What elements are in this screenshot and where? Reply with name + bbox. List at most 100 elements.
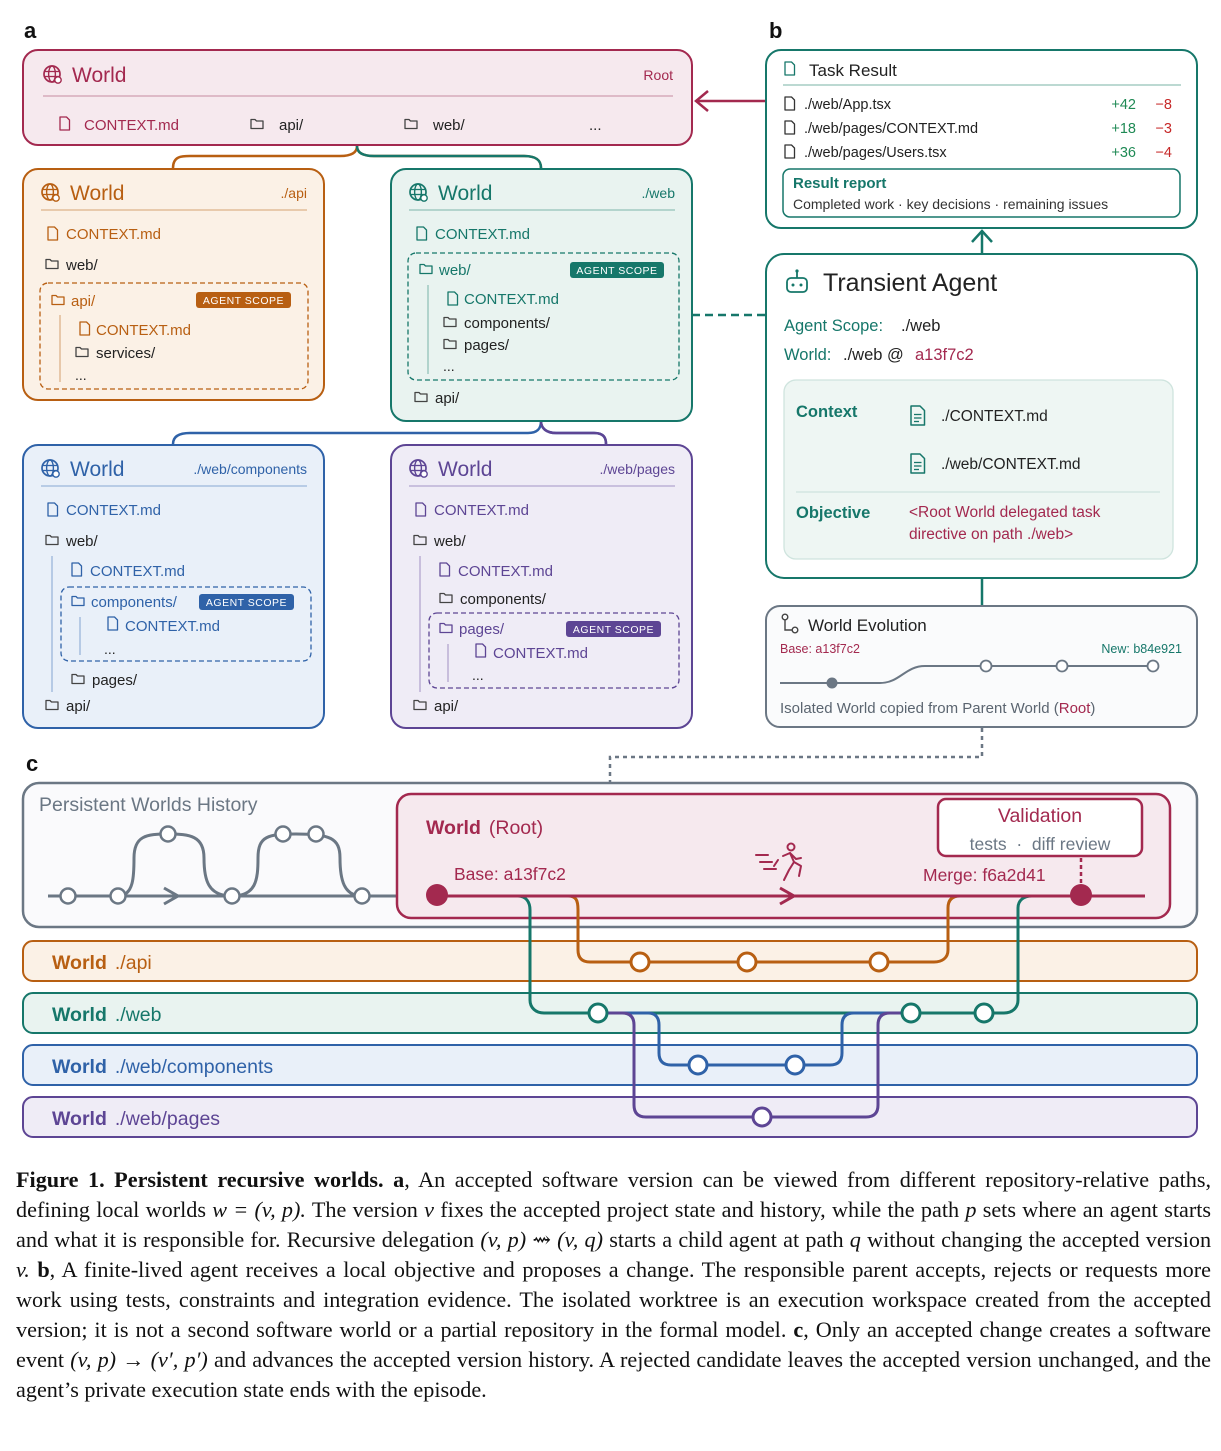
world-web-card: World ./web CONTEXT.md web/ AGENT SCOPE … bbox=[390, 168, 693, 422]
arrow-head-icon bbox=[971, 229, 993, 243]
context-file-2: ./web/CONTEXT.md bbox=[941, 456, 1081, 473]
root-to-web-connector bbox=[355, 145, 543, 169]
result-report-text: Completed work · key decisions · remaini… bbox=[793, 196, 1108, 212]
web-commit bbox=[973, 1002, 995, 1024]
web-scope-more: ... bbox=[443, 358, 455, 374]
evolution-base-commit bbox=[826, 677, 838, 689]
api-web-folder: web/ bbox=[65, 257, 99, 274]
agent-scope-value: ./web bbox=[901, 317, 940, 335]
root-merge-commit bbox=[1070, 884, 1092, 906]
history-title: Persistent Worlds History bbox=[39, 794, 258, 816]
components-commit bbox=[784, 1054, 806, 1076]
components-context: CONTEXT.md bbox=[66, 502, 161, 519]
root-item-web: web/ bbox=[432, 117, 466, 134]
robot-icon bbox=[786, 269, 808, 293]
world-pages-path: ./web/pages bbox=[600, 461, 676, 477]
evolution-new: New: b84e921 bbox=[1101, 642, 1182, 656]
root-item-more: ... bbox=[589, 117, 602, 134]
api-context: CONTEXT.md bbox=[66, 226, 161, 243]
api-commit bbox=[868, 951, 890, 973]
agent-world-value: ./web @ bbox=[843, 346, 904, 364]
agent-scope-box bbox=[39, 282, 309, 390]
api-scope-context: CONTEXT.md bbox=[96, 322, 191, 339]
transient-agent-card: Transient Agent Agent Scope: ./web World… bbox=[765, 253, 1198, 579]
world-components-title: World bbox=[70, 458, 124, 481]
api-scope-folder: api/ bbox=[71, 293, 96, 310]
evolution-base: Base: a13f7c2 bbox=[780, 642, 860, 656]
evolution-note: Isolated World copied from Parent World … bbox=[780, 700, 1095, 717]
panel-label-c: c bbox=[26, 751, 38, 776]
lane-components-label: World./web/components bbox=[52, 1056, 273, 1078]
agent-scope-badge bbox=[196, 292, 291, 308]
context-label: Context bbox=[796, 403, 858, 421]
arrow-head-icon bbox=[163, 886, 182, 906]
figure-canvas: a b c World Root CONTEXT.md api/ web/ ..… bbox=[21, 18, 1199, 1138]
web-commit bbox=[587, 1002, 609, 1024]
world-components-card: World ./web/components CONTEXT.md web/ C… bbox=[22, 444, 325, 729]
evolution-history-link bbox=[608, 728, 984, 783]
components-scope-more: ... bbox=[104, 641, 116, 657]
web-to-pages-connector bbox=[539, 420, 608, 445]
api-commit bbox=[629, 951, 651, 973]
agent-world-hash: a13f7c2 bbox=[915, 346, 974, 364]
pages-commit bbox=[751, 1106, 773, 1128]
pages-scope-context: CONTEXT.md bbox=[493, 645, 588, 662]
lane-pages bbox=[22, 1096, 1198, 1138]
result-file-1-add: +42 bbox=[1111, 97, 1136, 113]
root-world-label: World(Root) bbox=[426, 817, 543, 839]
web-context: CONTEXT.md bbox=[435, 226, 530, 243]
caption-a: a bbox=[393, 1167, 405, 1192]
web-scope-folder: web/ bbox=[438, 262, 472, 279]
root-base-label: Base: a13f7c2 bbox=[454, 864, 566, 884]
branch-icon bbox=[781, 613, 799, 634]
web-scope-components: components/ bbox=[464, 315, 551, 332]
agent-scope-box bbox=[60, 586, 312, 662]
world-root-path: Root bbox=[643, 67, 673, 83]
context-file-1: ./CONTEXT.md bbox=[941, 408, 1048, 425]
agent-context-box bbox=[783, 379, 1174, 560]
pages-api: api/ bbox=[434, 698, 459, 715]
caption-c: c bbox=[793, 1317, 804, 1342]
lane-components bbox=[22, 1044, 1198, 1086]
agent-scope-label: Agent Scope: bbox=[784, 317, 883, 335]
evolution-line bbox=[780, 665, 1153, 684]
objective-line-1: <Root World delegated task bbox=[909, 504, 1101, 521]
caption-fig: Figure 1. bbox=[16, 1167, 105, 1192]
svg-text:AGENT SCOPE: AGENT SCOPE bbox=[573, 624, 654, 636]
history-commit bbox=[223, 887, 241, 905]
agent-world-label: World: bbox=[784, 346, 831, 364]
web-api-folder: api/ bbox=[435, 390, 460, 407]
components-pages: pages/ bbox=[92, 672, 138, 689]
result-file-2-add: +18 bbox=[1111, 121, 1136, 137]
result-file-3-path: ./web/pages/Users.tsx bbox=[804, 145, 947, 161]
world-components-path: ./web/components bbox=[193, 461, 307, 477]
history-graph bbox=[48, 825, 398, 906]
api-commit bbox=[736, 951, 758, 973]
result-file-1-path: ./web/App.tsx bbox=[804, 97, 892, 113]
task-result-card: Task Result ./web/App.tsx +42 −8 ./web/p… bbox=[765, 49, 1198, 229]
components-api: api/ bbox=[66, 698, 91, 715]
task-result-title: Task Result bbox=[809, 61, 897, 80]
history-commit bbox=[274, 825, 292, 843]
agent-scope-badge bbox=[199, 594, 294, 610]
history-commit bbox=[353, 887, 371, 905]
svg-text:AGENT SCOPE: AGENT SCOPE bbox=[206, 597, 287, 609]
web-commit bbox=[900, 1002, 922, 1024]
world-evolution-card: World Evolution Base: a13f7c2 New: b84e9… bbox=[765, 605, 1198, 728]
panel-label-a: a bbox=[24, 18, 37, 43]
agent-scope-badge bbox=[566, 621, 661, 637]
root-item-api: api/ bbox=[279, 117, 304, 134]
components-commit bbox=[687, 1054, 709, 1076]
pages-scope-folder: pages/ bbox=[459, 621, 505, 638]
pages-components: components/ bbox=[460, 591, 547, 608]
arrow-head-icon bbox=[694, 90, 709, 112]
history-commit bbox=[59, 887, 77, 905]
world-web-path: ./web bbox=[642, 185, 676, 201]
result-file-3-add: +36 bbox=[1111, 145, 1136, 161]
api-scope-more: ... bbox=[75, 367, 87, 383]
evolution-commit bbox=[1055, 659, 1069, 673]
branch-components bbox=[598, 1011, 911, 1067]
result-file-2-del: −3 bbox=[1155, 121, 1172, 137]
pages-scope-more: ... bbox=[472, 667, 484, 683]
components-web-context: CONTEXT.md bbox=[90, 563, 185, 580]
